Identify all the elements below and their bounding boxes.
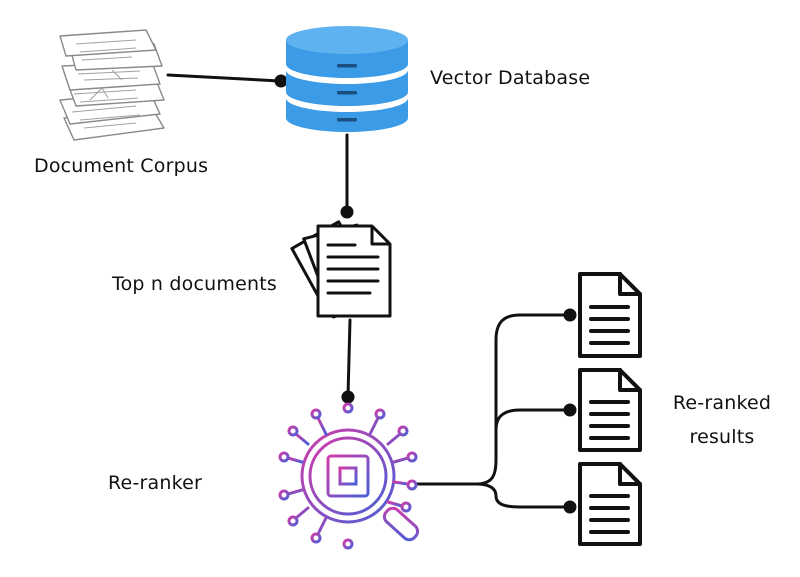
connector-dot [341, 390, 355, 404]
corpus-to-db-connector [166, 73, 282, 83]
documents-stack-icon [290, 220, 392, 319]
reranked-results-label-line1: Re-ranked [672, 392, 772, 414]
reranker-to-results-connector [414, 313, 572, 509]
connectors [166, 73, 572, 509]
connector-dot [340, 205, 354, 219]
paper-stack-icon [59, 29, 165, 141]
top-n-documents-label: Top n documents [112, 273, 277, 295]
documents-to-reranker-connector [346, 318, 352, 398]
connector-dots [274, 74, 577, 514]
document-icon [578, 462, 642, 546]
document-corpus-label: Document Corpus [34, 155, 209, 177]
connector-dot [563, 308, 577, 322]
document-icon [578, 272, 642, 358]
ai-chip-magnifier-icon [278, 402, 420, 550]
document-icon [578, 368, 642, 452]
connector-dot [563, 500, 577, 514]
connector-dot [274, 74, 288, 88]
reranked-results-label-line2: results [689, 426, 755, 448]
vector-database-label: Vector Database [430, 67, 591, 89]
database-icon [286, 26, 408, 132]
re-ranker-label: Re-ranker [108, 472, 203, 494]
result-documents [578, 272, 642, 546]
connector-dot [563, 403, 577, 417]
reranked-results-label: Re-ranked results [668, 386, 776, 454]
